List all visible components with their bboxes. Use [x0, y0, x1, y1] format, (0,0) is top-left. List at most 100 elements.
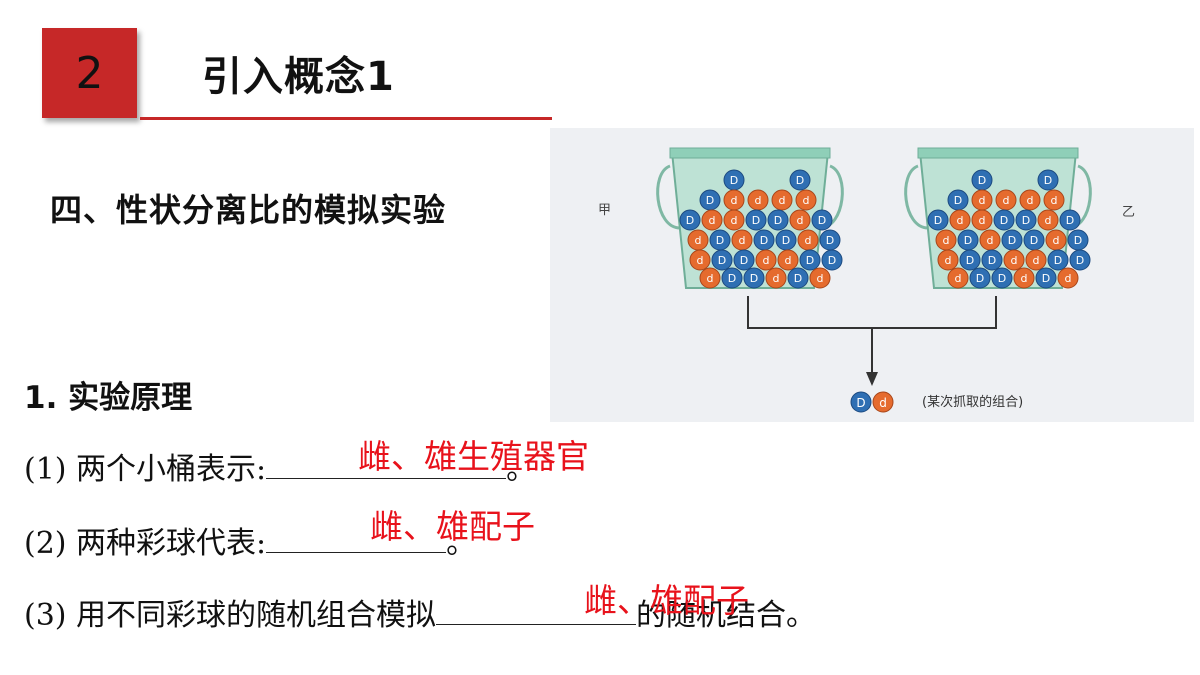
ball-recessive [789, 209, 811, 231]
ball-label: d [763, 254, 770, 267]
connector-line [747, 296, 997, 329]
ball-label: d [695, 234, 702, 247]
ball-dominant [969, 267, 991, 289]
section-heading: 四、性状分离比的模拟实验 [50, 191, 447, 229]
ball-label: D [954, 194, 962, 207]
ball-label: d [779, 194, 786, 207]
section-number: 2 [75, 47, 104, 99]
ball-dominant [959, 249, 981, 271]
item-3: (3) 用不同彩球的随机组合模拟的随机结合。 [24, 590, 816, 634]
ball-dominant [679, 209, 701, 231]
ball-label: D [1000, 214, 1008, 227]
ball-recessive [1037, 209, 1059, 231]
ball-recessive [701, 209, 723, 231]
ball-dominant [1035, 267, 1057, 289]
ball-label: d [731, 194, 738, 207]
ball-label: D [1066, 214, 1074, 227]
ball-dominant [1037, 169, 1059, 191]
item-2-prefix: (2) 两种彩球代表: [24, 526, 267, 561]
ball-label: D [706, 194, 714, 207]
ball-label: D [774, 214, 782, 227]
ball-label: D [964, 234, 972, 247]
ball-label: D [818, 214, 826, 227]
ball-label: d [945, 254, 952, 267]
item-1-blank [266, 448, 507, 479]
ball-label: d [943, 234, 950, 247]
ball-label: d [803, 194, 810, 207]
ball-dominant [789, 169, 811, 191]
ball-label: D [1030, 234, 1038, 247]
ball-label: D [1022, 214, 1030, 227]
ball-label: d [707, 272, 714, 285]
ball-label: D [760, 234, 768, 247]
ball-label: d [1027, 194, 1034, 207]
ball-label: D [794, 272, 802, 285]
ball-label: d [755, 194, 762, 207]
ball-label: D [998, 272, 1006, 285]
ball-dominant [787, 267, 809, 289]
ball-recessive [949, 209, 971, 231]
ball-dominant [743, 267, 765, 289]
ball-label: D [988, 254, 996, 267]
ball-label: d [1003, 194, 1010, 207]
ball-label: D [1074, 234, 1082, 247]
result-caption: (某次抓取的组合) [922, 394, 1023, 410]
ball-label: d [797, 214, 804, 227]
ball-label: d [979, 214, 986, 227]
ball-recessive [689, 249, 711, 271]
ball-label: d [785, 254, 792, 267]
ball-recessive [771, 189, 793, 211]
section-number-badge: 2 [42, 28, 137, 118]
ball-recessive [947, 267, 969, 289]
ball-dominant [811, 209, 833, 231]
right-bucket-rim [917, 147, 1079, 159]
ball-dominant [733, 249, 755, 271]
ball-label: D [796, 174, 804, 187]
ball-recessive [755, 249, 777, 271]
ball-dominant [821, 249, 843, 271]
ball-recessive [723, 209, 745, 231]
ball-recessive [765, 267, 787, 289]
ball-label: D [686, 214, 694, 227]
ball-dominant [1059, 209, 1081, 231]
ball-dominant [993, 209, 1015, 231]
ball-dominant [981, 249, 1003, 271]
ball-label: d [955, 272, 962, 285]
ball-dominant [767, 209, 789, 231]
result-ball-D-label: D [856, 396, 865, 410]
ball-label: D [934, 214, 942, 227]
item-3-blank [436, 594, 637, 625]
ball-recessive [1019, 189, 1041, 211]
ball-recessive [1057, 267, 1079, 289]
ball-label: d [773, 272, 780, 285]
ball-dominant [721, 267, 743, 289]
left-bucket-handle [656, 164, 681, 230]
ball-recessive [1013, 267, 1035, 289]
ball-recessive [1003, 249, 1025, 271]
ball-label: D [1054, 254, 1062, 267]
ball-recessive [699, 267, 721, 289]
ball-recessive [777, 249, 799, 271]
ball-label: D [752, 214, 760, 227]
ball-label: D [976, 272, 984, 285]
result-ball-d [872, 391, 894, 413]
ball-recessive [971, 209, 993, 231]
ball-label: d [1053, 234, 1060, 247]
ball-label: d [805, 234, 812, 247]
item-3-prefix: (3) 用不同彩球的随机组合模拟 [24, 598, 437, 633]
ball-label: D [750, 272, 758, 285]
ball-dominant [745, 209, 767, 231]
ball-label: D [1008, 234, 1016, 247]
ball-recessive [795, 189, 817, 211]
slide-title: 引入概念1 [202, 54, 395, 100]
bucket-label-jia: 甲 [598, 203, 611, 218]
ball-dominant [1069, 249, 1091, 271]
ball-label: D [828, 254, 836, 267]
item-1-answer: 雌、雄生殖器官 [358, 437, 589, 476]
ball-label: d [979, 194, 986, 207]
principle-heading: 1. 实验原理 [24, 380, 193, 416]
header-underline [140, 117, 552, 120]
